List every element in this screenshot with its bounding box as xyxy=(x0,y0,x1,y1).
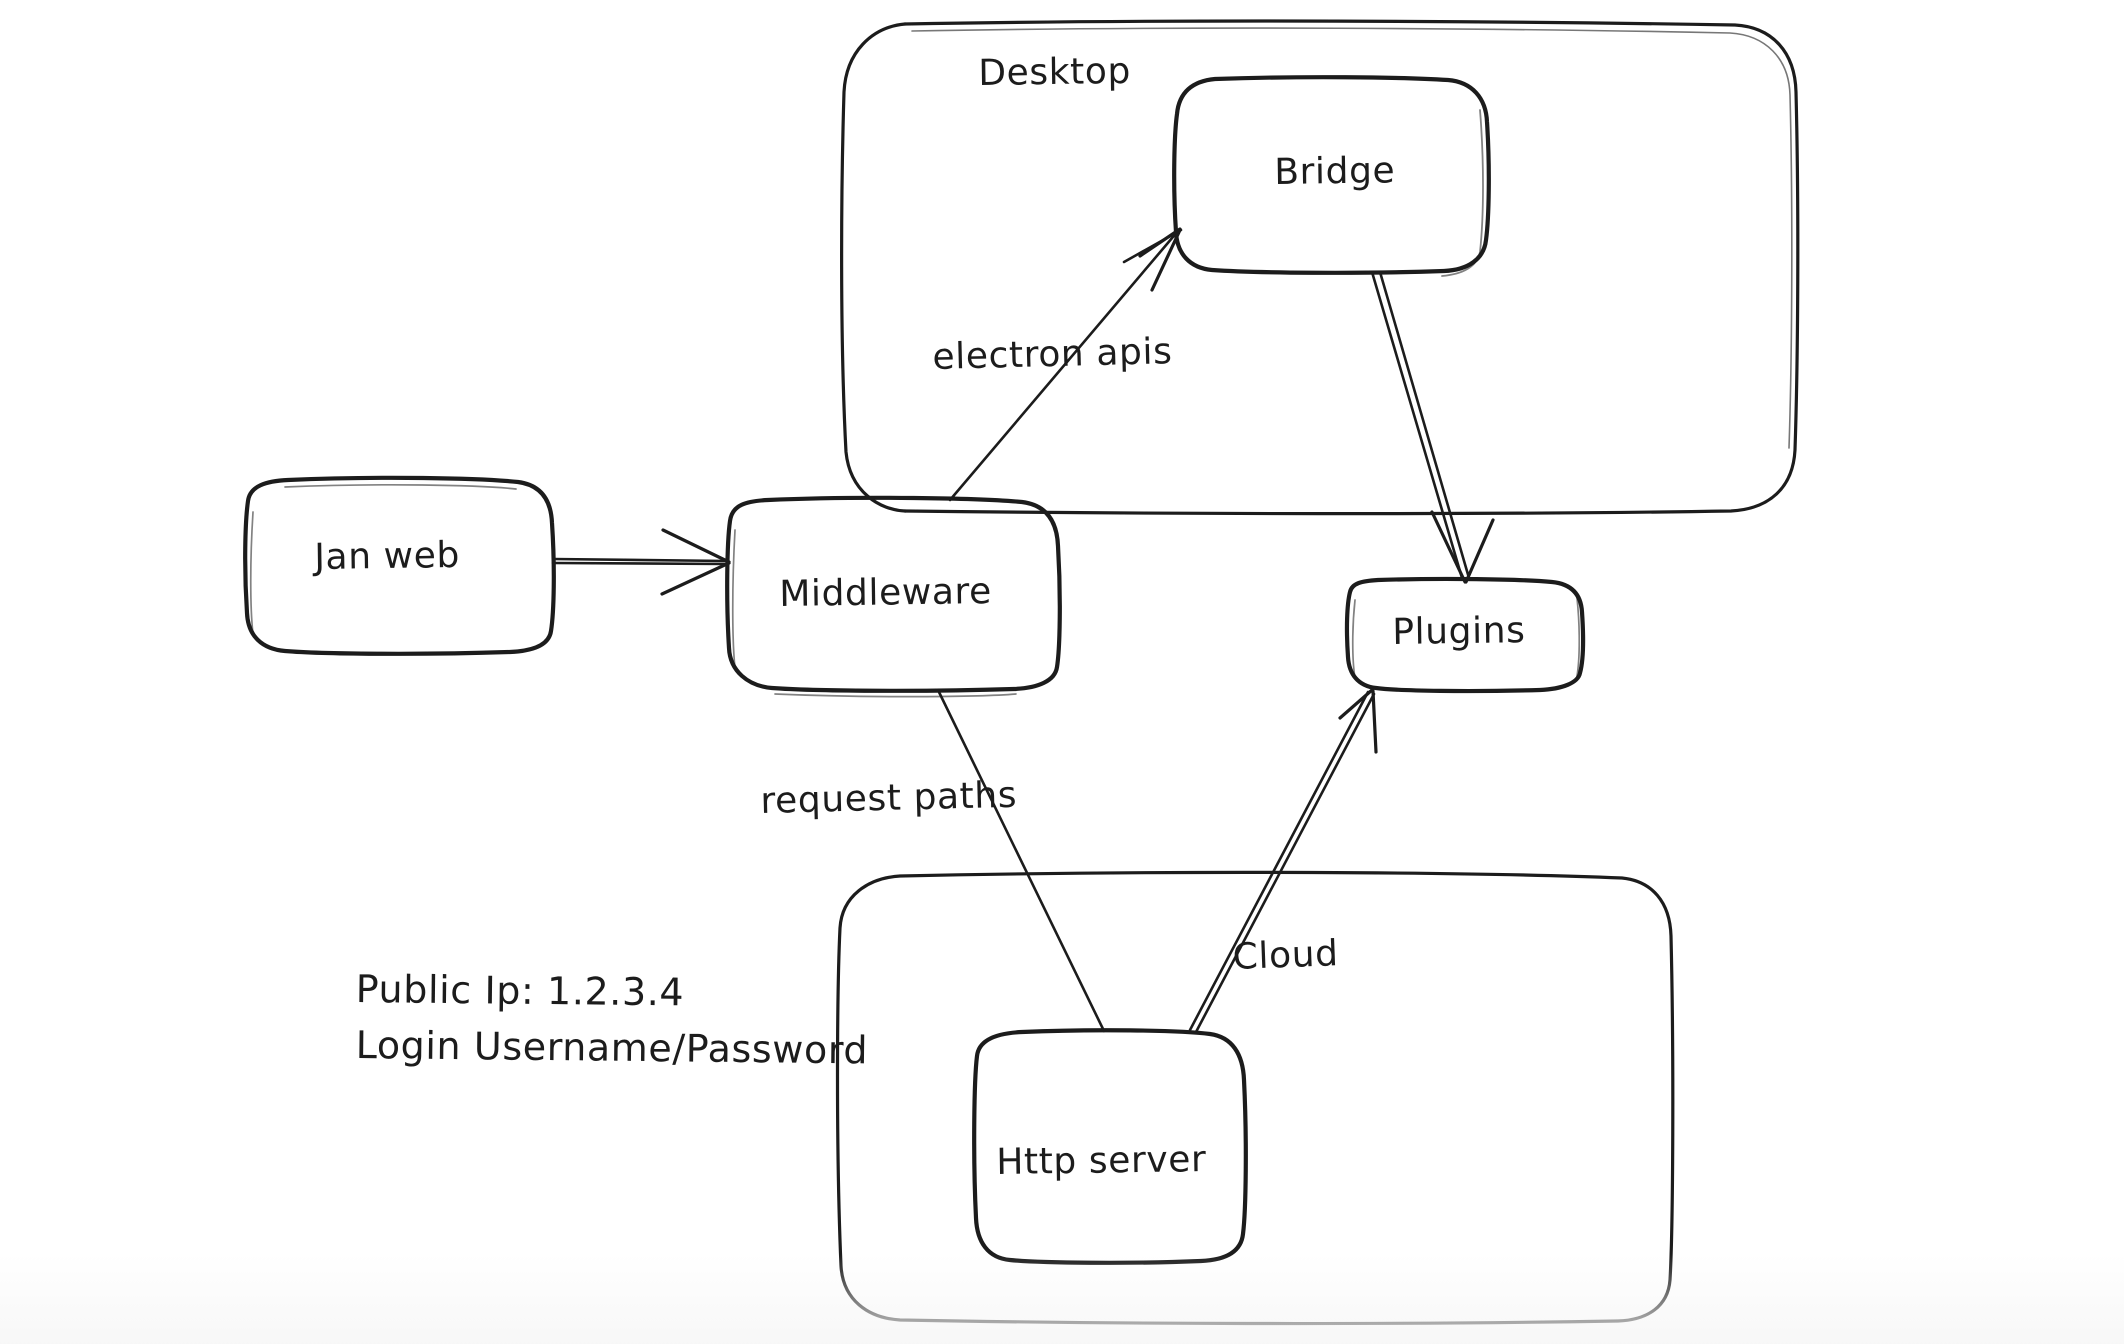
edge-http-server-to-plugins xyxy=(1188,688,1378,1034)
edge-bridge-to-plugins xyxy=(1370,270,1495,584)
note-login-credentials: Login Username/Password xyxy=(355,1022,869,1073)
node-label-bridge: Bridge xyxy=(1274,150,1396,193)
edge-middleware-to-http-server xyxy=(936,688,1106,1033)
node-label-plugins: Plugins xyxy=(1392,610,1526,653)
edge-jan-web-to-middleware xyxy=(551,528,731,596)
edge-label-electron-apis: electron apis xyxy=(932,331,1173,378)
edge-middleware-to-bridge xyxy=(948,227,1183,502)
container-desktop-shape xyxy=(840,19,1800,516)
node-label-jan-web: Jan web xyxy=(314,534,461,578)
container-label-cloud: Cloud xyxy=(1232,933,1340,978)
note-public-ip: Public Ip: 1.2.3.4 xyxy=(355,966,685,1015)
node-middleware-shape xyxy=(725,495,1062,698)
container-label-desktop: Desktop xyxy=(978,50,1132,94)
node-label-middleware: Middleware xyxy=(779,571,993,615)
node-label-http-server: Http server xyxy=(996,1139,1207,1183)
node-bridge-shape xyxy=(1172,75,1491,277)
edge-label-request-paths: request paths xyxy=(760,774,1018,822)
node-jan-web-shape xyxy=(243,475,556,656)
node-plugins-shape xyxy=(1344,576,1586,694)
